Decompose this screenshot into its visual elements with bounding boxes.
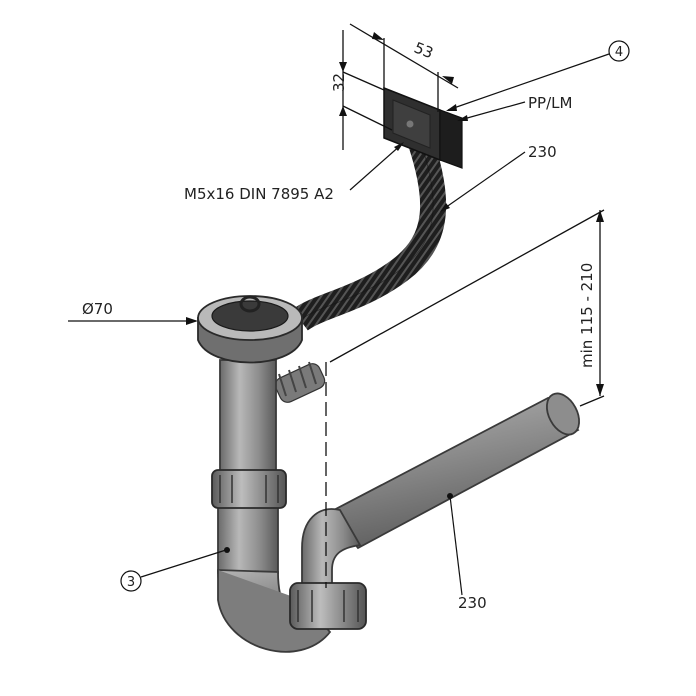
material-leader xyxy=(459,101,526,121)
trap-union-nut xyxy=(211,469,287,509)
callout-4-circle xyxy=(608,40,630,62)
dimension-32 xyxy=(339,30,393,150)
callout-3-leader xyxy=(140,549,227,578)
outlet-pipe xyxy=(328,392,581,550)
side-inlet-nipple xyxy=(274,361,326,403)
material-label: PP/LM xyxy=(528,94,572,112)
basin-strainer xyxy=(197,295,303,364)
screw-head xyxy=(406,120,414,128)
hose-length-leader xyxy=(441,151,526,211)
overflow-hose xyxy=(292,135,447,331)
outlet-union-nut xyxy=(289,582,367,630)
outlet-elbow xyxy=(301,508,362,591)
height-range-label: min 115 - 210 xyxy=(578,263,596,368)
screw-leader xyxy=(349,143,403,191)
outlet-length-label: 230 xyxy=(458,594,487,612)
overflow-hose-outline xyxy=(299,139,434,321)
callout-3-label: 3 xyxy=(127,575,135,590)
dim-height-label: 32 xyxy=(330,73,348,92)
callout-4-leader xyxy=(447,53,610,111)
dimension-53 xyxy=(349,23,459,112)
dim-width-label: 53 xyxy=(411,38,435,62)
callout-3-circle xyxy=(120,570,142,592)
trap-body xyxy=(217,359,332,653)
outlet-length-leader xyxy=(449,495,463,596)
callout-4-label: 4 xyxy=(615,45,623,60)
plug-ring xyxy=(239,295,261,313)
dimension-height-range xyxy=(325,209,605,588)
diameter-label: Ø70 xyxy=(82,300,113,318)
screw-label: M5x16 DIN 7895 A2 xyxy=(184,185,334,203)
hose-length-label: 230 xyxy=(528,143,557,161)
overflow-plate xyxy=(383,86,463,169)
